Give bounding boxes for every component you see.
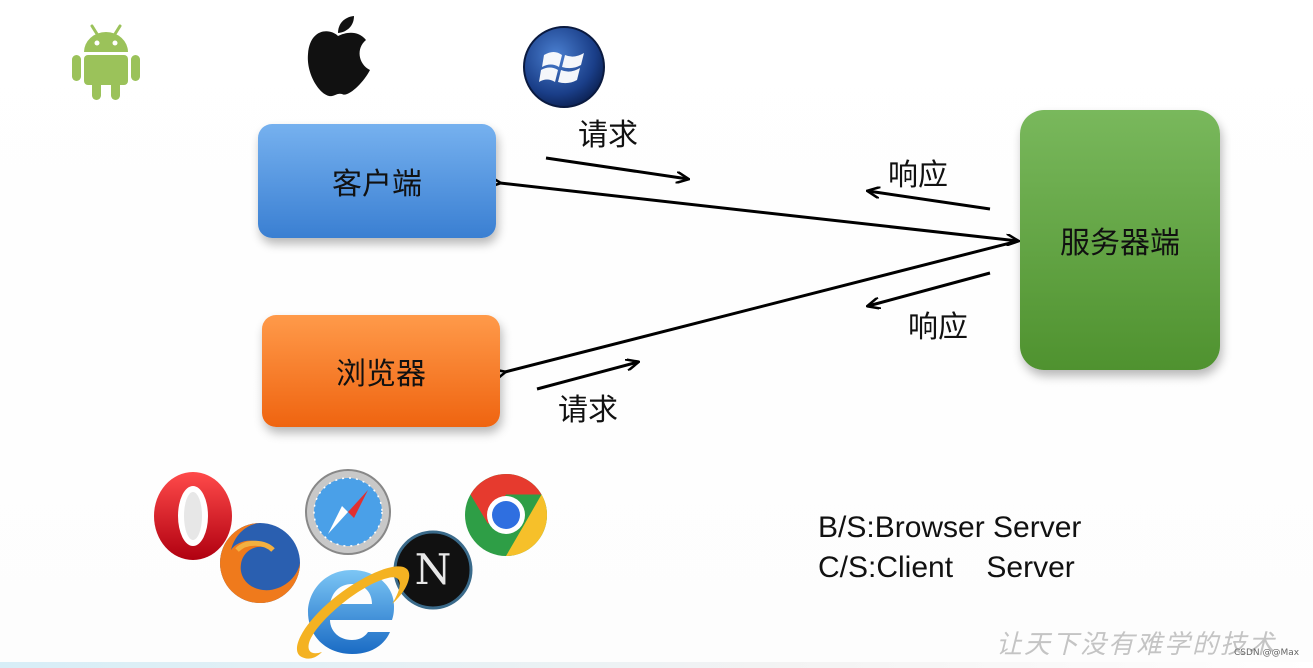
android-icon	[72, 24, 140, 100]
svg-text:N: N	[415, 545, 452, 594]
browser-node-label: 浏览器	[336, 357, 426, 392]
netscape-icon: N	[393, 530, 473, 610]
legend-bs: B/S:Browser Server	[818, 511, 1082, 544]
browser-request-arrow	[536, 362, 638, 391]
firefox-icon	[220, 523, 300, 603]
client-request-arrow	[545, 156, 688, 179]
client-server-connector	[500, 183, 1018, 241]
client-node-label: 客户端	[332, 167, 422, 202]
opera-icon	[154, 472, 232, 560]
apple-icon	[307, 16, 370, 97]
server-node: 服务器端	[1020, 110, 1220, 370]
server-node-label: 服务器端	[1060, 226, 1180, 261]
bottom-bar	[0, 662, 1313, 668]
browser-response-arrow	[868, 271, 991, 306]
client-node: 客户端	[258, 124, 496, 238]
client-response-arrow	[868, 191, 991, 211]
csdn-credit: CSDN @@Max	[1234, 648, 1300, 658]
client-response-label: 响应	[888, 158, 948, 193]
browser-response-label: 响应	[908, 310, 968, 345]
chrome-icon	[465, 474, 547, 556]
legend-cs: C/S:Client Server	[818, 551, 1075, 584]
architecture-legend: B/S:Browser Server C/S:Client Server	[818, 508, 1081, 588]
windows-icon	[523, 26, 605, 108]
browser-node: 浏览器	[262, 315, 500, 427]
watermark: 让天下没有难学的技术	[996, 630, 1277, 660]
safari-icon	[305, 469, 391, 555]
browser-request-label: 请求	[558, 393, 618, 428]
ie-icon	[296, 566, 410, 659]
client-request-label: 请求	[578, 118, 638, 153]
browser-server-connector	[505, 239, 1019, 372]
